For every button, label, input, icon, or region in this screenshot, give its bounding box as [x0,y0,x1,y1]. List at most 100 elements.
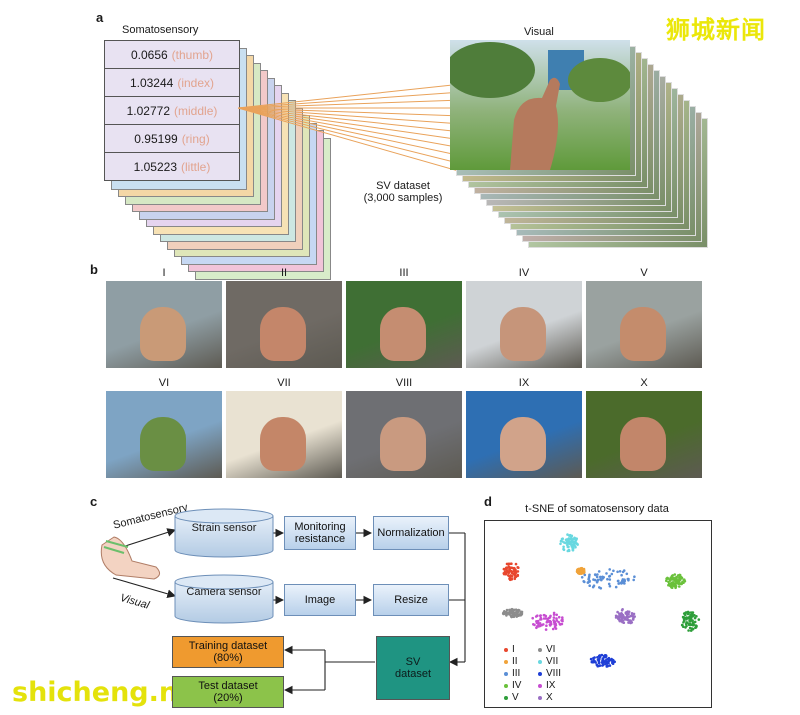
tsne-point [517,608,520,612]
tsne-point [597,661,601,665]
tsne-point [626,616,629,619]
camera-sensor-label: Camera sensor [186,586,262,598]
tsne-point [516,566,519,569]
hand-shape [380,307,426,361]
tsne-point [505,608,509,612]
tsne-point [548,623,552,626]
gesture-label: II [280,267,288,279]
strain-sensor-cylinder [174,508,274,558]
tsne-point [592,584,596,587]
tsne-point [608,578,612,581]
tsne-point [576,542,579,546]
tsne-point [672,584,676,588]
tsne-point [691,627,695,631]
tsne-point [598,586,601,589]
tsne-point [535,620,538,623]
tsne-point [693,616,697,620]
tsne-point [604,662,607,666]
tsne-point [580,567,584,570]
tsne-point [596,664,599,668]
tsne-point [665,579,668,583]
tsne-point [503,610,506,613]
tsne-point [608,568,611,571]
tsne-point [687,623,691,627]
tsne-point [553,625,557,629]
tsne-point [620,612,624,616]
tsne-point [601,658,604,662]
hand-shape [260,417,306,471]
legend-label: III [512,668,521,679]
tsne-point [602,576,605,579]
tsne-point [623,618,627,621]
tsne-point [593,573,597,576]
tsne-point [613,660,616,664]
tsne-point [543,613,546,617]
tsne-point [573,536,576,540]
tsne-point [604,660,607,663]
tsne-point [677,580,680,584]
sens-row-index: 1.03244(index) [105,69,239,97]
legend-label: II [512,656,518,667]
tsne-point [625,612,629,616]
tsne-point [608,584,612,588]
tsne-point [685,616,688,619]
legend-item: X [538,692,553,703]
tsne-point [608,574,612,578]
hand-shape [260,307,306,361]
tsne-point [515,615,518,618]
tsne-point [542,617,546,620]
tsne-point [559,542,562,546]
tsne-point [558,622,562,626]
hand-shape [140,417,186,471]
tsne-point [516,570,520,573]
legend-dot [538,695,542,700]
tsne-point [685,624,688,628]
legend-dot [538,647,542,652]
tsne-point [627,579,630,582]
tsne-point [582,580,585,583]
resize-box: Resize [373,584,449,616]
tsne-point [591,661,595,664]
tsne-point [565,540,569,544]
tsne-point [514,575,518,578]
legend-label: V [512,692,519,703]
tsne-point [598,664,602,667]
tsne-point [665,577,668,580]
legend-label: I [512,644,515,655]
tsne-point [570,543,574,547]
tsne-point [597,570,601,573]
sens-value: 0.95199 [134,131,178,146]
legend-label: VII [546,656,559,667]
tsne-point [616,570,619,574]
legend-item: VIII [538,668,561,679]
visual-front-photo [450,40,630,170]
tsne-point [630,614,634,617]
tsne-point [552,611,556,615]
tsne-point [571,548,575,552]
tsne-point [695,624,698,628]
tsne-point [507,571,511,574]
tsne-point [617,579,620,583]
tsne-point [668,578,672,581]
tsne-point [627,621,630,624]
tsne-point [597,658,601,662]
tsne-point [683,613,687,616]
tsne-point [515,613,518,616]
gesture-label: VII [277,377,291,389]
tsne-point [621,570,625,574]
tsne-point [538,624,541,628]
legend-item: II [504,656,518,667]
somatosensory-table: 0.0656(thumb) 1.03244(index) 1.02772(mid… [104,40,240,181]
tsne-point [593,656,596,659]
tsne-point [594,661,597,664]
legend-item: V [504,692,519,703]
legend-dot [504,671,508,676]
tsne-point [588,584,591,587]
tsne-point [531,616,534,620]
tsne-point [539,614,542,617]
tsne-point [514,608,518,611]
tsne-point [586,581,590,584]
legend-item: I [504,644,515,655]
normalization-box: Normalization [373,516,449,550]
tsne-point [545,624,548,627]
